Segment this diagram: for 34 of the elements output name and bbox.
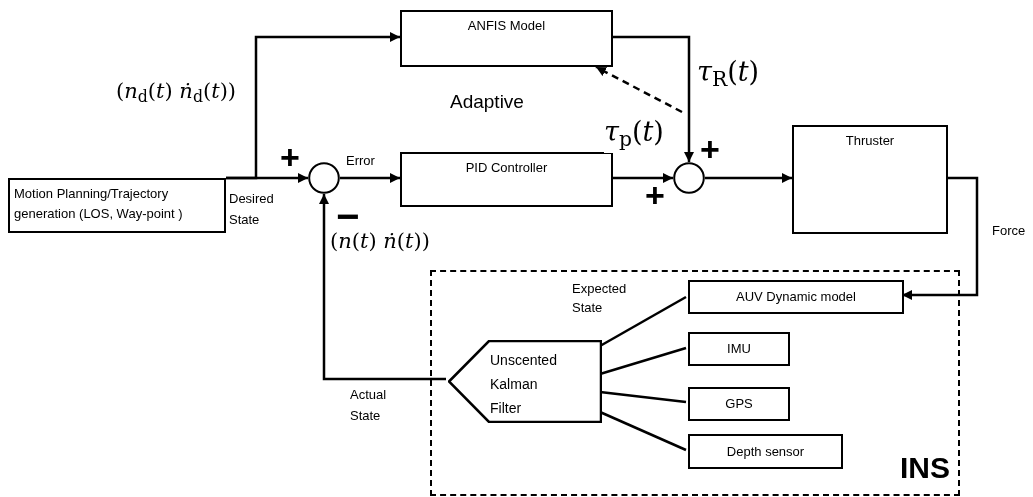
arrow (319, 194, 446, 381)
block-label: Unscented Kalman Filter (490, 351, 558, 418)
summing-junction (308, 162, 340, 194)
block-label: Thruster (845, 132, 895, 150)
arrow (613, 35, 694, 162)
process-box (688, 332, 790, 366)
arrow (340, 173, 400, 183)
dashed-arrow (595, 65, 683, 114)
summing-junction (673, 162, 705, 194)
block-label: Motion Planning/Trajectory generation (LOS, Way-point ) (14, 185, 184, 223)
process-box (400, 10, 613, 67)
sign-label: + (700, 132, 720, 166)
ins-group-frame (430, 270, 960, 496)
process-box (792, 125, 948, 234)
arrow (613, 173, 673, 183)
arrow (226, 32, 400, 180)
block-label: IMU (727, 340, 751, 359)
filter-block (448, 340, 602, 423)
sign-label: + (645, 178, 665, 212)
edge-label: Expected State (572, 280, 628, 317)
text-label: Adaptive (450, 90, 524, 114)
process-box (688, 434, 843, 469)
sign-label: + (280, 140, 300, 174)
arrow (705, 173, 792, 183)
block-label: PID Controller (465, 159, 548, 177)
process-box (688, 280, 904, 314)
block-label: ANFIS Model (467, 17, 546, 35)
group-title: INS (900, 450, 950, 486)
process-box (400, 152, 613, 207)
process-box (688, 387, 790, 421)
process-box (8, 178, 226, 233)
block-label: Depth sensor (726, 442, 805, 461)
block-label: GPS (725, 395, 753, 414)
block-label: AUV Dynamic model (736, 288, 856, 307)
